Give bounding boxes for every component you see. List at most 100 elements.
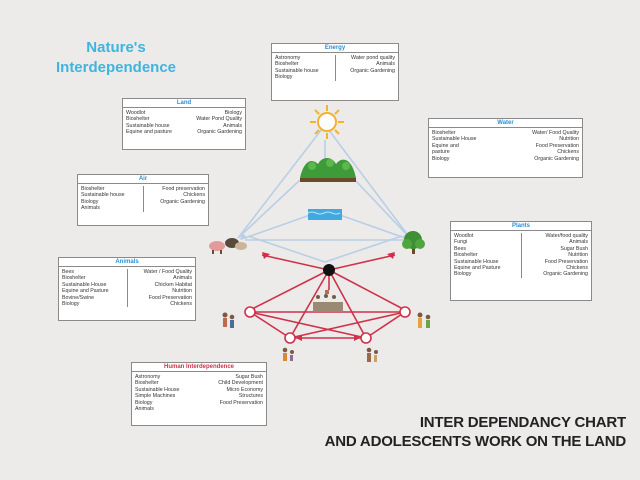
red-connections <box>249 254 406 339</box>
animals-box: Animals Bees Bioshelter Sustainable Hous… <box>58 257 196 321</box>
hub-node-icon <box>323 264 335 276</box>
list-item: Biology <box>81 198 99 205</box>
sun-icon <box>310 105 344 139</box>
list-item: Water / Food Quality <box>143 269 192 275</box>
list-item: Animals <box>569 239 588 246</box>
title-line-2: Interdependence <box>55 59 177 76</box>
list-item: Woodlot <box>126 110 146 116</box>
list-item: Equine and Pasture <box>454 265 501 272</box>
chart-caption: INTER DEPENDANCY CHART AND ADOLESCENTS W… <box>324 413 627 451</box>
list-item: Water/food quality <box>545 233 589 239</box>
list-item: Chickens <box>183 192 205 199</box>
list-item: Animals <box>81 205 100 212</box>
list-item: Nutrition <box>559 136 579 143</box>
tree-icon <box>402 231 425 254</box>
list-item: Biology <box>454 271 472 278</box>
energy-box: Energy Astronomy Bioshelter Sustainable … <box>271 43 399 101</box>
land-box: Land Woodlot Bioshelter Sustainable hous… <box>122 98 246 150</box>
list-item: Chickens <box>170 301 192 308</box>
list-item: Equine and Pasture <box>62 288 109 295</box>
list-item: Food Preservation <box>544 258 588 265</box>
list-item: Chickens <box>566 265 588 272</box>
water-heading: Water <box>429 119 582 128</box>
caption-line-1: INTER DEPENDANCY CHART <box>419 414 626 431</box>
list-item: Biology <box>275 74 293 81</box>
list-item: Sustainable house <box>126 122 170 129</box>
air-heading: Air <box>78 175 208 184</box>
list-item: Micro Economy <box>226 386 264 393</box>
list-item: Structures <box>238 393 263 400</box>
energy-heading: Energy <box>272 44 398 53</box>
farm-animals-icon <box>209 238 247 254</box>
land-heading: Land <box>123 99 245 108</box>
list-item: Animals <box>135 406 154 413</box>
person-group-bottom-right-icon <box>366 347 378 362</box>
list-item: Chicken Habitat <box>154 281 192 288</box>
list-item: Sustainable House <box>454 258 499 265</box>
list-item: Sugar Bush <box>560 245 588 252</box>
green-hills-icon <box>300 158 356 182</box>
group-center-icon <box>313 290 343 312</box>
list-item: Organic Gardening <box>160 198 205 205</box>
list-item: Organic Gardening <box>543 271 588 278</box>
page-title: Nature's Interdependence <box>36 38 196 78</box>
list-item: Simple Machines <box>135 393 176 400</box>
list-item: Bioshelter <box>62 275 86 282</box>
list-item: Organic Gardening <box>197 129 242 136</box>
list-item: Food preservation <box>162 186 205 192</box>
list-item: Equine and <box>432 142 459 149</box>
list-item: Water Pond Quality <box>196 116 242 123</box>
list-item: Woodlot <box>454 233 474 239</box>
list-item: Chickens <box>557 149 579 156</box>
list-item: Bees <box>454 245 467 252</box>
person-group-right-icon <box>417 312 431 328</box>
list-item: Biology <box>432 155 450 162</box>
list-item: Biology <box>135 399 153 406</box>
blue-connections <box>237 124 411 263</box>
list-item: Bioshelter <box>126 116 150 123</box>
list-item: Astronomy <box>275 55 301 61</box>
list-item: Water/ Food Quality <box>532 130 579 136</box>
list-item: Sugar Bush <box>235 374 263 380</box>
list-item: Bovine/Swine <box>62 294 95 301</box>
list-item: Sustainable House <box>62 281 107 288</box>
list-item: Astronomy <box>135 374 161 380</box>
person-group-bottom-left-icon <box>282 347 294 361</box>
list-item: Water pond quality <box>351 55 395 61</box>
water-icon <box>307 209 342 220</box>
list-item: Food Preservation <box>535 142 579 149</box>
title-line-1: Nature's <box>86 39 146 56</box>
list-item: Animals <box>223 122 242 129</box>
red-arrowheads <box>262 252 395 341</box>
list-item: pasture <box>432 149 450 156</box>
list-item: Nutrition <box>172 288 192 295</box>
list-item: Organic Gardening <box>534 155 579 162</box>
list-item: Bioshelter <box>275 61 299 68</box>
list-item: Food Preservation <box>148 294 192 301</box>
caption-line-2: AND ADOLESCENTS WORK ON THE LAND <box>324 433 627 450</box>
list-item: Food Preservation <box>219 399 263 406</box>
list-item: Bees <box>62 269 75 275</box>
list-item: Bioshelter <box>454 252 478 259</box>
person-group-left-icon <box>222 312 235 328</box>
air-box: Air Bioshelter Sustainable house Biology… <box>77 174 209 226</box>
list-item: Animals <box>376 61 395 68</box>
list-item: Bioshelter <box>81 186 105 192</box>
human-heading: Human Interdependence <box>132 363 266 372</box>
list-item: Animals <box>173 275 192 282</box>
water-box: Water Bioshelter Sustainable House Equin… <box>428 118 583 178</box>
list-item: Bioshelter <box>432 130 456 136</box>
list-item: Sustainable house <box>275 67 319 74</box>
list-item: Fungi <box>454 239 468 246</box>
list-item: Sustainable House <box>432 136 477 143</box>
list-item: Organic Gardening <box>350 67 395 74</box>
animals-heading: Animals <box>59 258 195 267</box>
list-item: Biology <box>62 301 80 308</box>
list-item: Sustainable house <box>81 192 125 199</box>
list-item: Biology <box>224 110 242 116</box>
people-icons <box>222 290 431 362</box>
list-item: Child Development <box>218 380 263 387</box>
people-nodes <box>244 306 411 344</box>
